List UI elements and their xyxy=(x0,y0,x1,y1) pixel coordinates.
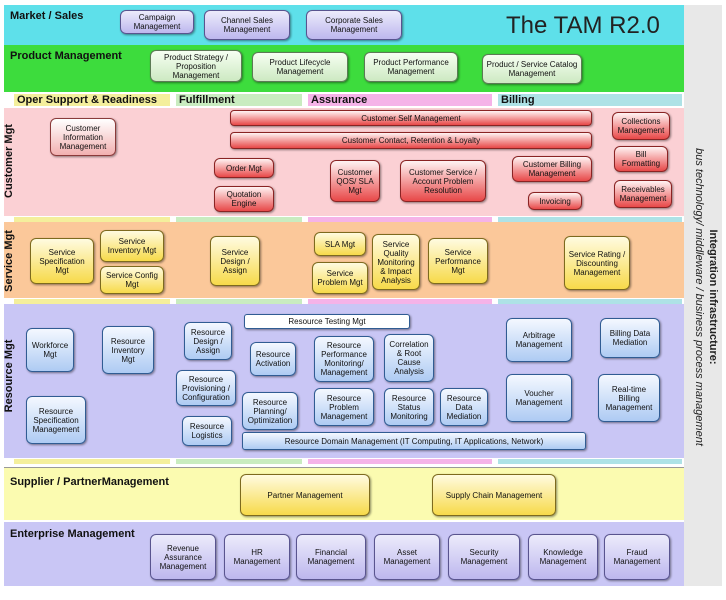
service-inventory-box[interactable]: Service Inventory Mgt xyxy=(100,230,164,262)
row-label-resource-mgt: Resource Mgt xyxy=(3,339,15,413)
invoicing-box[interactable]: Invoicing xyxy=(528,192,582,210)
security-management-box[interactable]: Security Management xyxy=(448,534,520,580)
resource-provisioning-box[interactable]: Resource Provisioning / Configuration xyxy=(176,370,236,406)
service-quality-box[interactable]: Service Quality Monitoring & Impact Anal… xyxy=(372,234,420,290)
arbitrage-management-box[interactable]: Arbitrage Management xyxy=(506,318,572,362)
partner-management-box[interactable]: Partner Management xyxy=(240,474,370,516)
strip-fulfillment-2 xyxy=(176,299,302,304)
order-mgt-box[interactable]: Order Mgt xyxy=(214,158,274,178)
row-label-customer-mgt: Customer Mgt xyxy=(3,124,15,198)
product-performance-box[interactable]: Product Performance Management xyxy=(364,52,458,82)
strip-fulfillment-1 xyxy=(176,217,302,222)
resource-planning-box[interactable]: Resource Planning/ Optimization xyxy=(242,392,298,430)
strip-billing-1 xyxy=(498,217,682,222)
service-specification-box[interactable]: Service Specification Mgt xyxy=(30,238,94,284)
correlation-root-cause-box[interactable]: Correlation & Root Cause Analysis xyxy=(384,334,434,382)
strip-assurance-2 xyxy=(308,299,492,304)
row-label-market-sales: Market / Sales xyxy=(10,10,84,22)
column-fulfillment: Fulfillment xyxy=(176,94,302,106)
service-rating-box[interactable]: Service Rating / Discounting Management xyxy=(564,236,630,290)
realtime-billing-box[interactable]: Real-time Billing Management xyxy=(598,374,660,422)
campaign-management-box[interactable]: Campaign Management xyxy=(120,10,194,34)
product-lifecycle-box[interactable]: Product Lifecycle Management xyxy=(252,52,348,82)
hr-management-box[interactable]: HR Management xyxy=(224,534,290,580)
strip-oper-2 xyxy=(14,299,170,304)
resource-data-mediation-box[interactable]: Resource Data Mediation xyxy=(440,388,488,426)
service-performance-box[interactable]: Service Performance Mgt xyxy=(428,238,488,284)
strip-assurance-1 xyxy=(308,217,492,222)
knowledge-management-box[interactable]: Knowledge Management xyxy=(528,534,598,580)
workforce-mgt-box[interactable]: Workforce Mgt xyxy=(26,328,74,372)
row-label-product-management: Product Management xyxy=(10,50,122,62)
integration-side-band xyxy=(684,5,722,586)
strip-assurance-3 xyxy=(308,459,492,464)
row-label-service-mgt: Service Mgt xyxy=(3,230,15,292)
strip-billing-2 xyxy=(498,299,682,304)
integration-subtitle: bus technology/ middleware / business pr… xyxy=(693,148,705,446)
strip-fulfillment-3 xyxy=(176,459,302,464)
resource-problem-box[interactable]: Resource Problem Management xyxy=(314,388,374,426)
resource-logistics-box[interactable]: Resource Logistics xyxy=(182,416,232,446)
voucher-management-box[interactable]: Voucher Management xyxy=(506,374,572,422)
resource-testing-box[interactable]: Resource Testing Mgt xyxy=(244,314,410,329)
fraud-management-box[interactable]: Fraud Management xyxy=(604,534,670,580)
quotation-engine-box[interactable]: Quotation Engine xyxy=(214,186,274,212)
service-design-assign-box[interactable]: Service Design / Assign xyxy=(210,236,260,286)
row-label-supplier: Supplier / PartnerManagement xyxy=(10,476,169,488)
financial-management-box[interactable]: Financial Management xyxy=(296,534,366,580)
customer-service-problem-box[interactable]: Customer Service / Account Problem Resol… xyxy=(400,160,486,202)
column-assurance: Assurance xyxy=(308,94,492,106)
supply-chain-management-box[interactable]: Supply Chain Management xyxy=(432,474,556,516)
column-oper-support: Oper Support & Readiness xyxy=(14,94,170,106)
strip-oper-1 xyxy=(14,217,170,222)
revenue-assurance-box[interactable]: Revenue Assurance Management xyxy=(150,534,216,580)
product-strategy-box[interactable]: Product Strategy / Proposition Managemen… xyxy=(150,50,242,82)
customer-information-box[interactable]: Customer Information Management xyxy=(50,118,116,156)
resource-activation-box[interactable]: Resource Activation xyxy=(250,342,296,376)
resource-domain-box[interactable]: Resource Domain Management (IT Computing… xyxy=(242,432,586,450)
diagram-title: The TAM R2.0 xyxy=(506,12,660,39)
resource-performance-box[interactable]: Resource Performance Monitoring/ Managem… xyxy=(314,336,374,382)
customer-qos-sla-box[interactable]: Customer QOS/ SLA Mgt xyxy=(330,160,380,202)
receivables-management-box[interactable]: Receivables Management xyxy=(614,180,672,208)
asset-management-box[interactable]: Asset Management xyxy=(374,534,440,580)
billing-data-mediation-box[interactable]: Billing Data Mediation xyxy=(600,318,660,358)
channel-sales-management-box[interactable]: Channel Sales Management xyxy=(204,10,290,40)
resource-specification-box[interactable]: Resource Specification Management xyxy=(26,396,86,444)
resource-inventory-box[interactable]: Resource Inventory Mgt xyxy=(102,326,154,374)
corporate-sales-management-box[interactable]: Corporate Sales Management xyxy=(306,10,402,40)
integration-side-label: Integration infrastructure: bus technolo… xyxy=(688,77,720,517)
sla-mgt-box[interactable]: SLA Mgt xyxy=(314,232,366,256)
resource-status-box[interactable]: Resource Status Monitoring xyxy=(384,388,434,426)
resource-design-assign-box[interactable]: Resource Design / Assign xyxy=(184,322,232,360)
column-billing: Billing xyxy=(498,94,682,106)
customer-contact-retention-box[interactable]: Customer Contact, Retention & Loyalty xyxy=(230,132,592,149)
service-problem-box[interactable]: Service Problem Mgt xyxy=(312,262,368,294)
service-config-box[interactable]: Service Config Mgt xyxy=(100,266,164,294)
product-catalog-box[interactable]: Product / Service Catalog Management xyxy=(482,54,582,84)
integration-title: Integration infrastructure: xyxy=(707,229,719,365)
row-label-enterprise: Enterprise Management xyxy=(10,528,135,540)
strip-oper-3 xyxy=(14,459,170,464)
collections-management-box[interactable]: Collections Management xyxy=(612,112,670,140)
customer-self-management-box[interactable]: Customer Self Management xyxy=(230,110,592,126)
strip-billing-3 xyxy=(498,459,682,464)
customer-billing-box[interactable]: Customer Billing Management xyxy=(512,156,592,182)
bill-formatting-box[interactable]: Bill Formatting xyxy=(614,146,668,172)
